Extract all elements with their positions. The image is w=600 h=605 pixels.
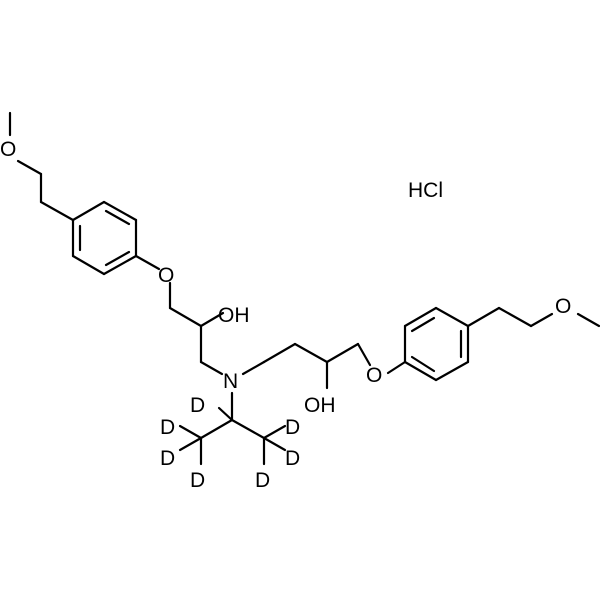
- left-propanol-bonds: [134, 254, 225, 376]
- atom-o-methoxy-right: O: [555, 295, 571, 318]
- atom-deuterium-left-lower: D: [190, 469, 205, 492]
- left-methoxyethyl-bonds: [8, 111, 75, 222]
- atom-deuterium-right-lower: D: [255, 469, 270, 492]
- right-methoxyethyl-bonds: [466, 306, 600, 328]
- atom-nitrogen: N: [223, 370, 238, 393]
- atom-o-methoxy-left: O: [0, 138, 16, 161]
- isopropyl-d7-bonds: [178, 391, 287, 466]
- atom-oh-right: OH: [304, 394, 336, 417]
- atom-o-ether-right: O: [366, 364, 382, 387]
- right-benzene-ring: [403, 306, 470, 382]
- atom-deuterium-right-upper: D: [285, 416, 300, 439]
- atom-deuterium-right-middle: D: [285, 447, 300, 470]
- atom-deuterium-left-upper: D: [160, 416, 175, 439]
- atom-oh-left: OH: [218, 304, 250, 327]
- atom-deuterium-left-middle: D: [160, 447, 175, 470]
- right-propanol-bonds: [241, 342, 407, 390]
- atom-o-ether-left: O: [158, 264, 174, 287]
- salt-label: HCl: [408, 179, 443, 202]
- left-benzene-ring: [71, 200, 138, 276]
- atom-deuterium-central: D: [190, 394, 205, 417]
